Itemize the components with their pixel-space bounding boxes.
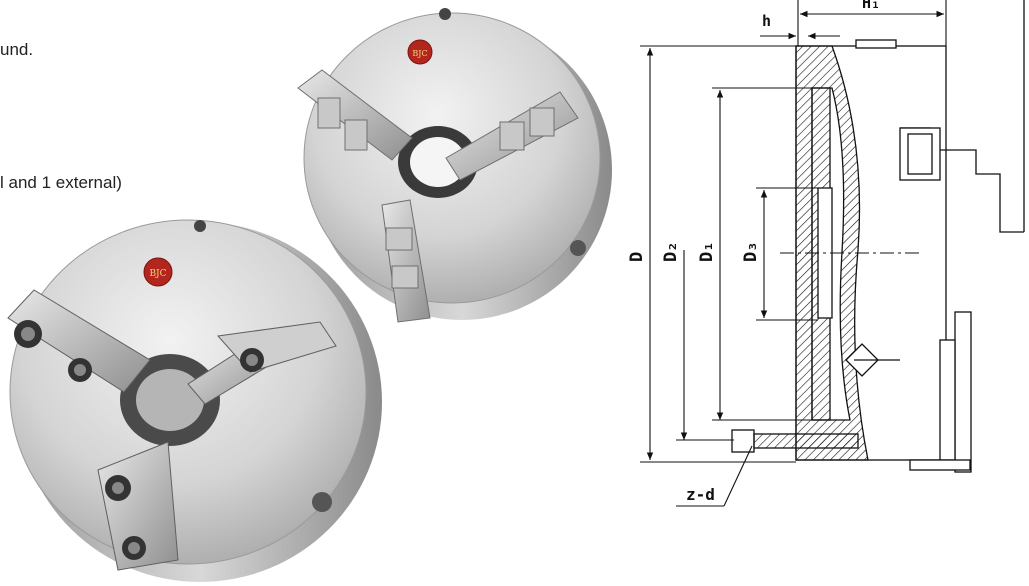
label-H1: H₁	[862, 0, 880, 12]
jaw-left	[7, 289, 151, 393]
jaw-bottom	[381, 199, 431, 323]
label-z-d: z-d	[686, 485, 715, 504]
svg-text:BJC: BJC	[149, 269, 166, 279]
label-h: h	[762, 12, 771, 30]
jaw-profile-bottom	[954, 311, 972, 473]
label-D2: D₂	[661, 242, 681, 262]
svg-text:BJC: BJC	[412, 49, 427, 58]
chuck-photo-small: BJC	[297, 8, 612, 323]
chuck-photo-large: BJC	[7, 219, 382, 582]
jaw-top-left	[297, 69, 413, 161]
screw-icon	[312, 492, 332, 512]
jaw-top-right	[445, 91, 579, 181]
screw-icon	[439, 8, 451, 20]
screw-icon	[194, 220, 206, 232]
bjc-logo-small: BJC	[407, 39, 433, 65]
jaw-right	[187, 321, 337, 405]
label-D: D	[627, 252, 647, 262]
screw-icon	[570, 240, 586, 256]
product-photos: BJC BJC	[7, 8, 612, 582]
jaw-bottom-large	[97, 441, 179, 571]
description-text-line-1: und.	[0, 40, 34, 59]
label-D3: D₃	[741, 242, 761, 262]
technical-drawing: h H₁ D D₂ D₁ D₃ z-d	[627, 0, 1025, 507]
label-D1: D₁	[697, 242, 717, 262]
description-text-line-2: l and 1 external)	[0, 173, 122, 192]
bjc-logo-large: BJC	[143, 257, 173, 287]
